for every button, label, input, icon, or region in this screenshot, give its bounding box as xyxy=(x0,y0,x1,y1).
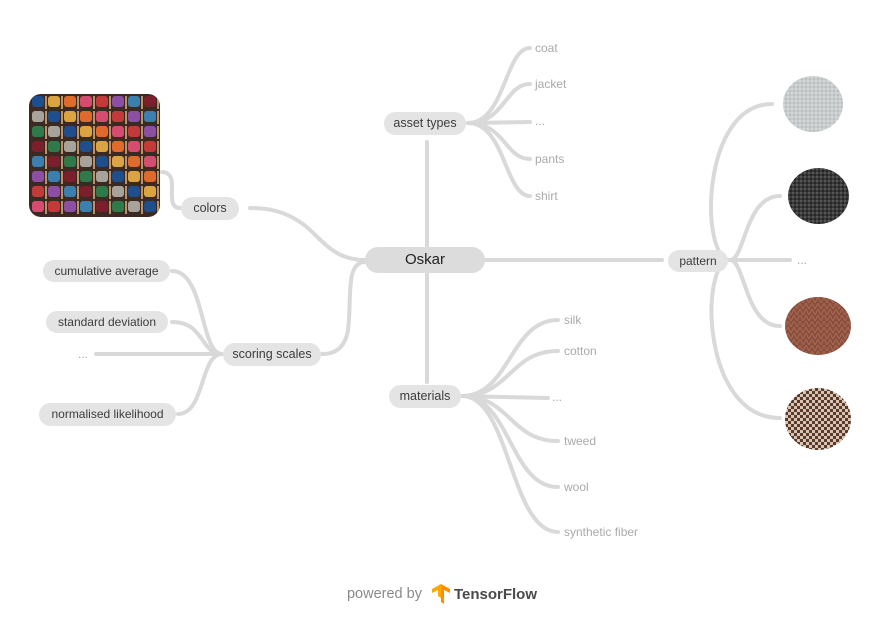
branch-colors[interactable]: colors xyxy=(181,197,239,220)
leaf-materials-ellipsis: ... xyxy=(552,390,563,404)
root-node[interactable]: Oskar xyxy=(365,247,485,273)
swatch-dark-charcoal[interactable] xyxy=(788,168,849,224)
leaf-synthetic-fiber[interactable]: synthetic fiber xyxy=(564,525,639,539)
branch-asset-types[interactable]: asset types xyxy=(384,112,466,135)
tensorflow-wordmark: TensorFlow xyxy=(453,585,538,603)
branch-scoring-scales[interactable]: scoring scales xyxy=(223,343,321,366)
leaf-tweed[interactable]: tweed xyxy=(564,434,597,448)
swatch-brown-herringbone[interactable] xyxy=(785,297,851,355)
swatch-houndstooth[interactable] xyxy=(785,388,851,450)
leaf-coat[interactable]: coat xyxy=(535,41,558,55)
tensorflow-logo[interactable]: TensorFlow xyxy=(431,584,538,604)
leaf-scoring-ellipsis: ... xyxy=(78,347,89,361)
leaf-normalised-likelihood[interactable]: normalised likelihood xyxy=(39,403,176,426)
leaf-cotton[interactable]: cotton xyxy=(564,344,597,358)
footer: powered by TensorFlow xyxy=(0,583,884,605)
branch-pattern[interactable]: pattern xyxy=(668,250,728,272)
powered-by-label: powered by xyxy=(346,586,422,602)
leaf-silk[interactable]: silk xyxy=(564,313,582,327)
thread-spools-drawing xyxy=(29,94,160,217)
leaf-pattern-ellipsis: ... xyxy=(797,253,808,267)
leaf-jacket[interactable]: jacket xyxy=(535,77,567,91)
leaf-standard-deviation[interactable]: standard deviation xyxy=(46,311,168,333)
thread-spools-image xyxy=(29,94,160,217)
branch-materials[interactable]: materials xyxy=(389,385,461,408)
leaf-shirt[interactable]: shirt xyxy=(535,189,558,203)
leaf-pants[interactable]: pants xyxy=(535,152,565,166)
leaf-asset-ellipsis: ... xyxy=(535,114,546,128)
tensorflow-icon xyxy=(431,584,450,604)
leaf-cumulative-average[interactable]: cumulative average xyxy=(43,260,170,282)
leaf-wool[interactable]: wool xyxy=(564,480,589,494)
swatch-light-grey[interactable] xyxy=(783,76,843,132)
